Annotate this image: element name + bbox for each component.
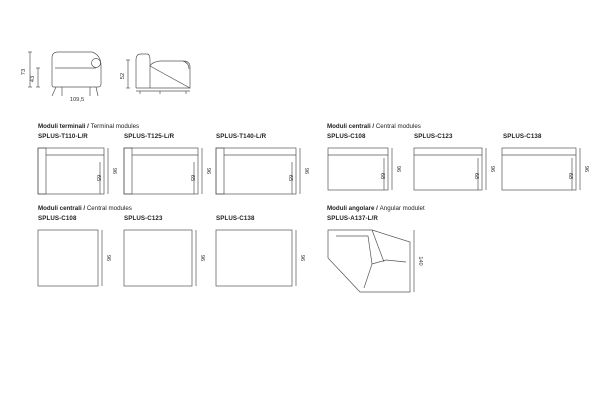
module-t140-plan [215, 147, 301, 195]
code-a137: SPLUS-A137-L/R [327, 215, 378, 222]
t140-inner: 65 [287, 175, 293, 181]
section-corner-modules: Moduli angolare / Angular modulet [327, 205, 425, 212]
t125-depth: 96 [205, 168, 211, 174]
section-central-modules-top: Moduli centrali / Central modules [327, 123, 421, 130]
module-c108-plan-bottom [37, 229, 103, 287]
code-c123-top: SPLUS-C123 [414, 133, 453, 140]
c108a-depth: 96 [395, 166, 401, 172]
c108a-inner: 68 [379, 173, 385, 179]
dim-seat-height: 43 [30, 76, 36, 82]
c138b-depth: 96 [299, 255, 305, 261]
c123a-inner: 68 [473, 173, 479, 179]
section-central-bottom-en: Central modules [86, 205, 132, 212]
c138a-inner: 68 [567, 173, 573, 179]
module-c138-plan-top [501, 147, 581, 191]
front-elevation-view [126, 53, 191, 94]
code-c108-bottom: SPLUS-C108 [38, 215, 77, 222]
module-c108-plan-top [327, 147, 393, 191]
module-c123-plan-bottom [123, 229, 197, 287]
c123a-depth: 96 [489, 166, 495, 172]
code-t140: SPLUS-T140-L/R [216, 133, 267, 140]
dim-depth: 109,5 [70, 97, 85, 103]
c108b-depth: 96 [105, 255, 111, 261]
dim-overall-height: 73 [21, 69, 27, 75]
section-terminal-en: Terminal modules [90, 123, 140, 130]
section-terminal-it: Moduli terminali [38, 123, 86, 130]
section-corner-it: Moduli angolare [327, 205, 375, 212]
t110-depth: 96 [111, 168, 117, 174]
c138a-depth: 96 [583, 166, 589, 172]
module-t125-plan [123, 147, 203, 195]
t110-inner: 65 [95, 175, 101, 181]
code-c138-top: SPLUS-C138 [503, 133, 542, 140]
section-terminal-modules: Moduli terminali / Terminal modules [38, 123, 140, 130]
section-corner-en: Angular modulet [379, 205, 425, 212]
section-central-bottom-it: Moduli centrali [38, 205, 82, 212]
dim-front-height: 52 [120, 73, 126, 79]
side-elevation-view [28, 51, 102, 97]
code-t125: SPLUS-T125-L/R [124, 133, 175, 140]
code-t110: SPLUS-T110-L/R [38, 133, 88, 140]
code-c108-top: SPLUS-C108 [327, 133, 366, 140]
section-central-modules-bottom: Moduli centrali / Central modules [38, 205, 132, 212]
code-c138-bottom: SPLUS-C138 [216, 215, 255, 222]
section-central-top-it: Moduli centrali [327, 123, 371, 130]
code-c123-bottom: SPLUS-C123 [124, 215, 163, 222]
c123b-depth: 96 [199, 255, 205, 261]
module-a137-plan [327, 229, 415, 293]
t140-depth: 96 [303, 168, 309, 174]
module-c138-plan-bottom [215, 229, 297, 287]
section-central-top-en: Central modules [375, 123, 421, 130]
module-c123-plan-top [413, 147, 487, 191]
module-t110-plan [37, 147, 109, 195]
t125-inner: 65 [189, 175, 195, 181]
a137-depth: 140 [417, 256, 423, 265]
